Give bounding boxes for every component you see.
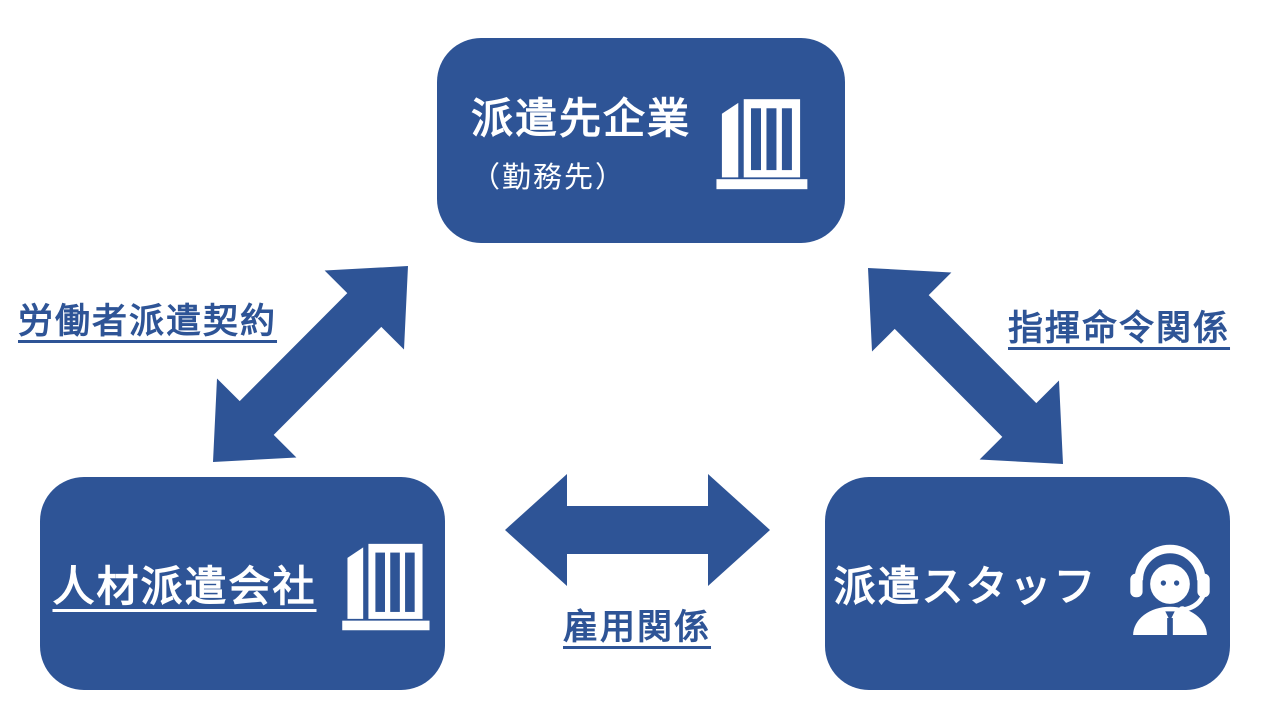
arrow-employment-relationship xyxy=(505,474,770,586)
building-icon xyxy=(337,535,433,633)
node-staffing-agency: 人材派遣会社 xyxy=(40,477,445,690)
node-client-company-subtitle: （勤務先） xyxy=(470,162,626,194)
label-worker-dispatch-contract: 労働者派遣契約 xyxy=(18,302,278,341)
headset-agent-icon xyxy=(1118,531,1222,637)
arrow-command-relationship xyxy=(868,268,1063,464)
building-icon xyxy=(711,90,811,192)
label-command-relationship: 指揮命令関係 xyxy=(1008,309,1231,348)
label-employment-relationship: 雇用関係 xyxy=(563,608,712,647)
node-staffing-agency-title: 人材派遣会社 xyxy=(52,563,317,610)
node-dispatch-staff: 派遣スタッフ xyxy=(825,477,1230,690)
node-client-company-title: 派遣先企業 xyxy=(470,95,691,142)
arrow-dispatch-contract xyxy=(213,266,408,462)
node-client-company: 派遣先企業 （勤務先） xyxy=(437,38,845,243)
node-client-company-text: 派遣先企業 （勤務先） xyxy=(471,85,691,196)
node-dispatch-staff-title: 派遣スタッフ xyxy=(833,563,1098,610)
